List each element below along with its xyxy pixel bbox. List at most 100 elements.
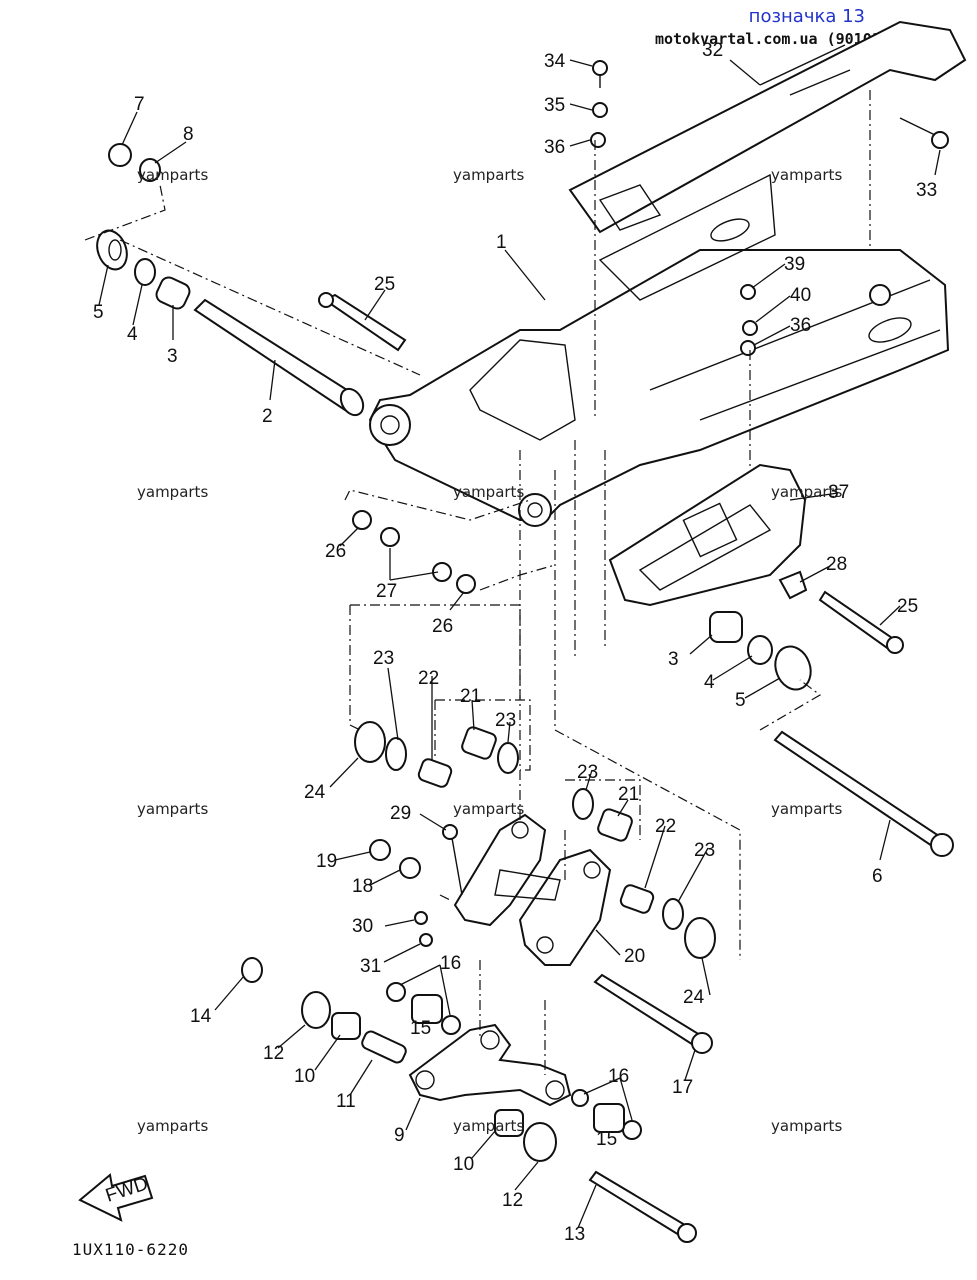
callout-12b[interactable]: 12 xyxy=(502,1190,523,1211)
callout-22[interactable]: 22 xyxy=(418,668,439,689)
seal-part-5b[interactable] xyxy=(770,642,817,695)
bearing-part-23c[interactable] xyxy=(662,898,684,930)
callout-4b[interactable]: 4 xyxy=(704,672,715,693)
bushing-part-10[interactable] xyxy=(331,1012,361,1040)
callout-3[interactable]: 3 xyxy=(167,346,178,367)
swingarm-part[interactable] xyxy=(368,173,950,527)
seal-part-12b[interactable] xyxy=(523,1122,557,1162)
callout-1[interactable]: 1 xyxy=(496,232,507,253)
bushing-part-21[interactable] xyxy=(460,726,497,761)
nut-part-19[interactable] xyxy=(369,839,391,861)
bushing-part-3b[interactable] xyxy=(709,611,743,643)
washer-part-4[interactable] xyxy=(134,258,156,286)
callout-19[interactable]: 19 xyxy=(316,851,337,872)
collar-part-36b[interactable] xyxy=(740,340,756,356)
callout-13[interactable]: 13 xyxy=(564,1224,585,1245)
seal-part-12[interactable] xyxy=(301,991,331,1029)
bolt-part-29[interactable] xyxy=(442,824,463,896)
rear-bolt-part[interactable] xyxy=(818,590,904,654)
callout-21[interactable]: 21 xyxy=(460,686,481,707)
bolt-part-13[interactable] xyxy=(588,1170,697,1243)
bearing-part-23b[interactable] xyxy=(572,788,594,820)
washer-part-4b[interactable] xyxy=(747,635,773,665)
spacer-part-26b[interactable] xyxy=(456,574,476,594)
bolt-part-17[interactable] xyxy=(593,973,713,1054)
collar-part-36[interactable] xyxy=(590,132,606,148)
callout-23d[interactable]: 23 xyxy=(694,840,715,861)
callout-35[interactable]: 35 xyxy=(544,95,565,116)
bushing-part-10b[interactable] xyxy=(494,1109,524,1137)
pivot-bolt-part[interactable] xyxy=(318,292,407,352)
callout-25b[interactable]: 25 xyxy=(897,596,918,617)
clip-part-28[interactable] xyxy=(778,570,808,600)
callout-16b[interactable]: 16 xyxy=(608,1066,629,1087)
callout-24[interactable]: 24 xyxy=(304,782,326,803)
callout-9[interactable]: 9 xyxy=(394,1125,405,1146)
connecting-rod-part[interactable] xyxy=(408,1023,572,1107)
chain-guard-part[interactable] xyxy=(568,20,967,234)
bearing-part-27[interactable] xyxy=(380,527,452,582)
callout-28[interactable]: 28 xyxy=(826,554,847,575)
collar-part-11[interactable] xyxy=(360,1030,407,1065)
callout-40[interactable]: 40 xyxy=(790,285,811,306)
callout-2[interactable]: 2 xyxy=(262,406,273,427)
pivot-shaft-part[interactable] xyxy=(193,298,368,419)
seal-part-5[interactable] xyxy=(92,226,132,273)
callout-15[interactable]: 15 xyxy=(410,1018,431,1039)
callout-25[interactable]: 25 xyxy=(374,274,395,295)
callout-3b[interactable]: 3 xyxy=(668,649,679,670)
callout-17[interactable]: 17 xyxy=(672,1077,693,1098)
washer-part-8[interactable] xyxy=(139,158,161,182)
callout-23c[interactable]: 23 xyxy=(577,762,598,783)
callout-16[interactable]: 16 xyxy=(440,953,461,974)
callout-30[interactable]: 30 xyxy=(352,916,373,937)
bushing-part-15b[interactable] xyxy=(593,1103,625,1133)
callout-11[interactable]: 11 xyxy=(336,1091,356,1112)
collar-part-22[interactable] xyxy=(417,758,453,789)
callout-21b[interactable]: 21 xyxy=(618,784,639,805)
callout-6[interactable]: 6 xyxy=(872,866,883,887)
callout-32[interactable]: 32 xyxy=(702,40,723,61)
callout-14[interactable]: 14 xyxy=(190,1006,212,1027)
bearing-part-23[interactable] xyxy=(385,737,519,774)
callout-24b[interactable]: 24 xyxy=(683,987,705,1008)
bolt-part-33[interactable] xyxy=(899,117,949,149)
shaft-part-6[interactable] xyxy=(773,730,954,857)
callout-39[interactable]: 39 xyxy=(784,254,805,275)
fitting-part-31[interactable] xyxy=(419,933,433,947)
callout-26b[interactable]: 26 xyxy=(432,616,453,637)
callout-22b[interactable]: 22 xyxy=(655,816,676,837)
callout-33[interactable]: 33 xyxy=(916,180,937,201)
callout-20[interactable]: 20 xyxy=(624,946,645,967)
washer-part-40[interactable] xyxy=(742,320,758,336)
bushing-part-21b[interactable] xyxy=(596,808,633,843)
bolt-part-39[interactable] xyxy=(740,284,756,300)
callout-12[interactable]: 12 xyxy=(263,1043,284,1064)
spacer-part-26[interactable] xyxy=(352,510,372,530)
callout-31[interactable]: 31 xyxy=(360,956,381,977)
washer-part-18[interactable] xyxy=(399,857,421,879)
seal-part-24b[interactable] xyxy=(684,917,716,959)
chain-guide-part[interactable] xyxy=(608,463,807,607)
seal-part-24[interactable] xyxy=(354,721,386,763)
bushing-part-15[interactable] xyxy=(411,994,443,1024)
relay-arm-part[interactable] xyxy=(453,813,612,966)
callout-7[interactable]: 7 xyxy=(134,94,145,115)
clip-part-30[interactable] xyxy=(414,911,428,925)
callout-8[interactable]: 8 xyxy=(183,124,194,145)
callout-10b[interactable]: 10 xyxy=(453,1154,474,1175)
callout-15b[interactable]: 15 xyxy=(596,1129,617,1150)
callout-18[interactable]: 18 xyxy=(352,876,373,897)
cap-part-14[interactable] xyxy=(241,957,263,983)
callout-26[interactable]: 26 xyxy=(325,541,346,562)
callout-36[interactable]: 36 xyxy=(544,137,565,158)
collar-part-22b[interactable] xyxy=(619,884,655,915)
callout-4[interactable]: 4 xyxy=(127,324,138,345)
callout-23[interactable]: 23 xyxy=(373,648,394,669)
callout-27[interactable]: 27 xyxy=(376,581,397,602)
callout-10[interactable]: 10 xyxy=(294,1066,315,1087)
callout-5[interactable]: 5 xyxy=(93,302,104,323)
callout-29[interactable]: 29 xyxy=(390,803,411,824)
callout-36b[interactable]: 36 xyxy=(790,315,811,336)
bushing-part-3[interactable] xyxy=(154,275,192,311)
